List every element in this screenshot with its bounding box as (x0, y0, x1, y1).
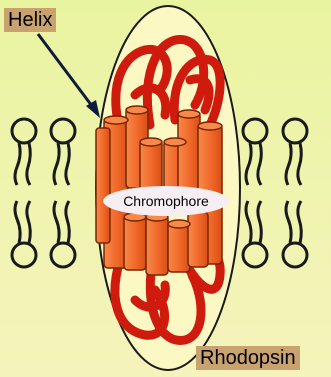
helix-cylinder (124, 215, 146, 270)
helix-cylinder (96, 128, 110, 243)
helix-cylinder (188, 212, 208, 267)
helix-cylinder (178, 112, 200, 192)
chromophore-label: Chromophore (103, 186, 229, 216)
rhodopsin-label: Rhodopsin (196, 346, 300, 370)
helix-cylinder (168, 222, 190, 272)
helix-cylinder (146, 215, 168, 275)
helix-label: Helix (4, 8, 56, 32)
